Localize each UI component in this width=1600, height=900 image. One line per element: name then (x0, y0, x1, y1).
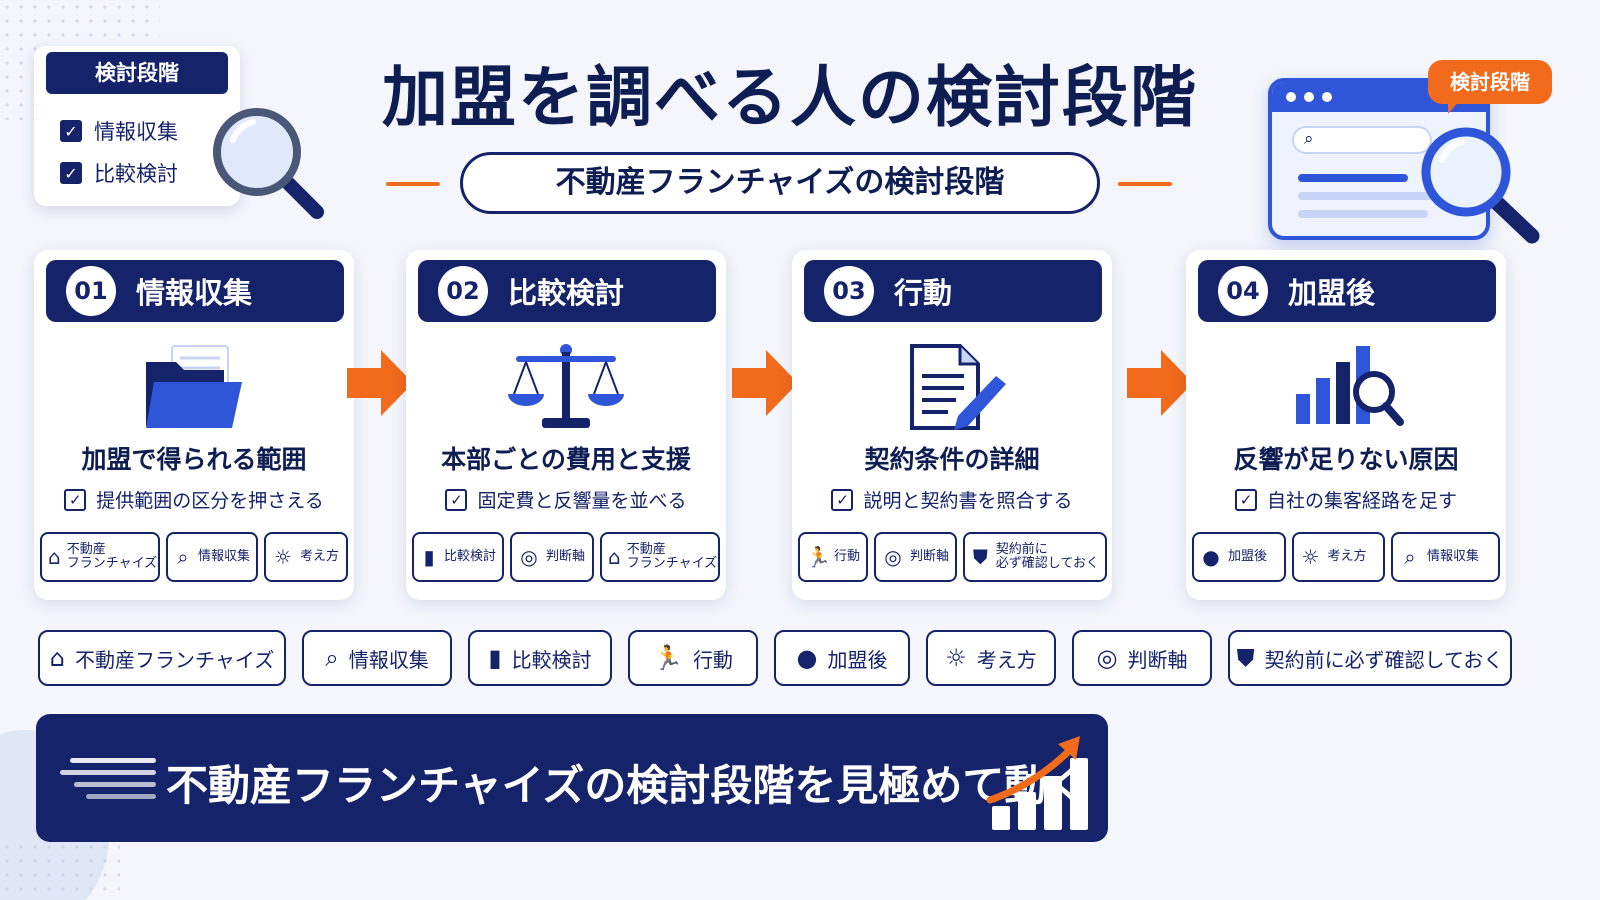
checkbox-icon: ✓ (60, 120, 82, 142)
checkbox-icon: ✓ (445, 488, 468, 511)
chip-mindset: ☼ 考え方 (264, 532, 348, 582)
step-number: 03 (824, 266, 874, 316)
search-icon: ⌕ (1404, 545, 1416, 569)
step-title: 行動 (894, 276, 953, 310)
step-check: ✓ 固定費と反響量を並べる (406, 486, 726, 513)
step-main-text: 加盟で得られる範囲 (81, 445, 307, 474)
arrow-right-icon (732, 350, 798, 416)
bulb-icon: ☼ (274, 545, 292, 569)
tag-criteria: ◎判断軸 (1072, 630, 1212, 686)
step-card-3: 03 行動 契約条件の詳細 ✓ 説明と契約書を照合する 🏃 行動 ◎ 判断軸 ⛊… (792, 250, 1112, 600)
step-header: 02 比較検討 (418, 260, 716, 322)
runner-icon: 🏃 (806, 545, 831, 569)
shield-icon: ⛊ (972, 545, 988, 569)
house-icon: ⌂ (49, 644, 66, 672)
target-icon: ◎ (884, 545, 902, 569)
subtitle-pill: 不動産フランチャイズの検討段階 (460, 152, 1100, 214)
search-icon: ⌕ (177, 545, 189, 569)
note-item-2: ✓ 比較検討 (60, 158, 178, 188)
step-main-text: 反響が足りない原因 (1233, 445, 1459, 474)
house-icon: ⌂ (48, 545, 61, 569)
step-number: 02 (438, 266, 488, 316)
tag-mindset: ☼考え方 (926, 630, 1056, 686)
scale-icon (508, 344, 624, 428)
step-card-1: 01 情報収集 加盟で得られる範囲 ✓ 提供範囲の区分を押さえる ⌂ 不動産フラ… (34, 250, 354, 600)
step-number: 04 (1218, 266, 1268, 316)
document-pen-icon (910, 344, 1006, 430)
step-main-text: 本部ごとの費用と支援 (441, 445, 691, 474)
runner-icon: 🏃 (653, 644, 683, 672)
bar-chart-icon: ▮ (488, 644, 502, 672)
search-icon: ⌕ (1304, 129, 1314, 149)
chip-criteria: ◎ 判断軸 (874, 532, 958, 582)
step-card-4: 04 加盟後 反響が足りない原因 ✓ 自社の集客経路を足す ● 加盟後 ☼ 考え… (1186, 250, 1506, 600)
shield-icon: ⛊ (1236, 644, 1255, 672)
chip-mindset: ☼ 考え方 (1291, 532, 1385, 582)
stage-note-card: 検討段階 ✓ 情報収集 ✓ 比較検討 (34, 46, 240, 206)
note-item-1: ✓ 情報収集 (60, 116, 178, 146)
tag-after-join: ●加盟後 (774, 630, 910, 686)
step-header: 04 加盟後 (1198, 260, 1496, 322)
checkbox-icon: ✓ (1234, 488, 1257, 511)
decor-dots-bottom (0, 840, 120, 900)
magnifier-icon (213, 108, 324, 219)
step-title: 加盟後 (1288, 276, 1376, 310)
page-title: 加盟を調べる人の検討段階 (382, 59, 1198, 136)
chip-action: 🏃 行動 (798, 532, 869, 582)
person-icon: ● (1202, 545, 1220, 569)
chip-after-join: ● 加盟後 (1192, 532, 1286, 582)
tag-info: ⌕情報収集 (302, 630, 452, 686)
person-icon: ● (796, 644, 818, 672)
chip-pre-contract: ⛊ 契約前に必ず確認しておく (963, 532, 1108, 582)
speed-lines-icon (60, 758, 156, 799)
step-header: 01 情報収集 (46, 260, 344, 322)
tag-action: 🏃行動 (628, 630, 758, 686)
step-number: 01 (66, 266, 116, 316)
tag-pre-contract: ⛊契約前に必ず確認しておく (1228, 630, 1512, 686)
tag-real-estate-fc: ⌂不動産フランチャイズ (38, 630, 286, 686)
arrow-right-icon (1127, 350, 1193, 416)
step-header: 03 行動 (804, 260, 1102, 322)
step-card-2: 02 比較検討 本部ごとの費用と支援 ✓ 固定費と反響量を並べる ▮ 比較検討 … (406, 250, 726, 600)
chip-real-estate-fc: ⌂ 不動産フランチャイズ (40, 532, 160, 582)
note-card-header: 検討段階 (46, 52, 228, 94)
step-main-text: 契約条件の詳細 (864, 445, 1040, 474)
chip-compare: ▮ 比較検討 (412, 532, 504, 582)
subtitle-rule-left (386, 182, 440, 186)
house-icon: ⌂ (608, 545, 621, 569)
checkbox-icon: ✓ (831, 488, 854, 511)
bulb-icon: ☼ (1301, 545, 1320, 569)
arrow-right-icon (347, 350, 413, 416)
target-icon: ◎ (520, 545, 538, 569)
checkbox-icon: ✓ (64, 488, 87, 511)
subtitle-rule-right (1118, 182, 1172, 186)
chip-info: ⌕ 情報収集 (166, 532, 258, 582)
folder-icon (146, 345, 242, 428)
chart-search-icon (1296, 346, 1404, 426)
banner-text: 不動産フランチャイズの検討段階を見極めて動く (166, 761, 1089, 810)
bar-chart-icon: ▮ (423, 545, 435, 569)
checkbox-icon: ✓ (60, 162, 82, 184)
tag-compare: ▮比較検討 (468, 630, 612, 686)
bottom-banner: 不動産フランチャイズの検討段階を見極めて動く (36, 714, 1108, 842)
step-check: ✓ 自社の集客経路を足す (1186, 486, 1506, 513)
magnifier-icon (1421, 127, 1540, 244)
search-icon: ⌕ (325, 644, 339, 672)
step-check: ✓ 提供範囲の区分を押さえる (34, 486, 354, 513)
bulb-icon: ☼ (945, 644, 967, 672)
corner-badge: 検討段階 (1428, 60, 1552, 114)
growth-chart-icon (986, 736, 1088, 830)
step-check: ✓ 説明と契約書を照合する (792, 486, 1112, 513)
chip-criteria: ◎ 判断軸 (510, 532, 594, 582)
step-title: 情報収集 (136, 276, 253, 310)
step-title: 比較検討 (508, 276, 625, 310)
chip-info: ⌕ 情報収集 (1391, 532, 1500, 582)
chip-real-estate-fc: ⌂ 不動産フランチャイズ (600, 532, 720, 582)
target-icon: ◎ (1096, 644, 1118, 672)
